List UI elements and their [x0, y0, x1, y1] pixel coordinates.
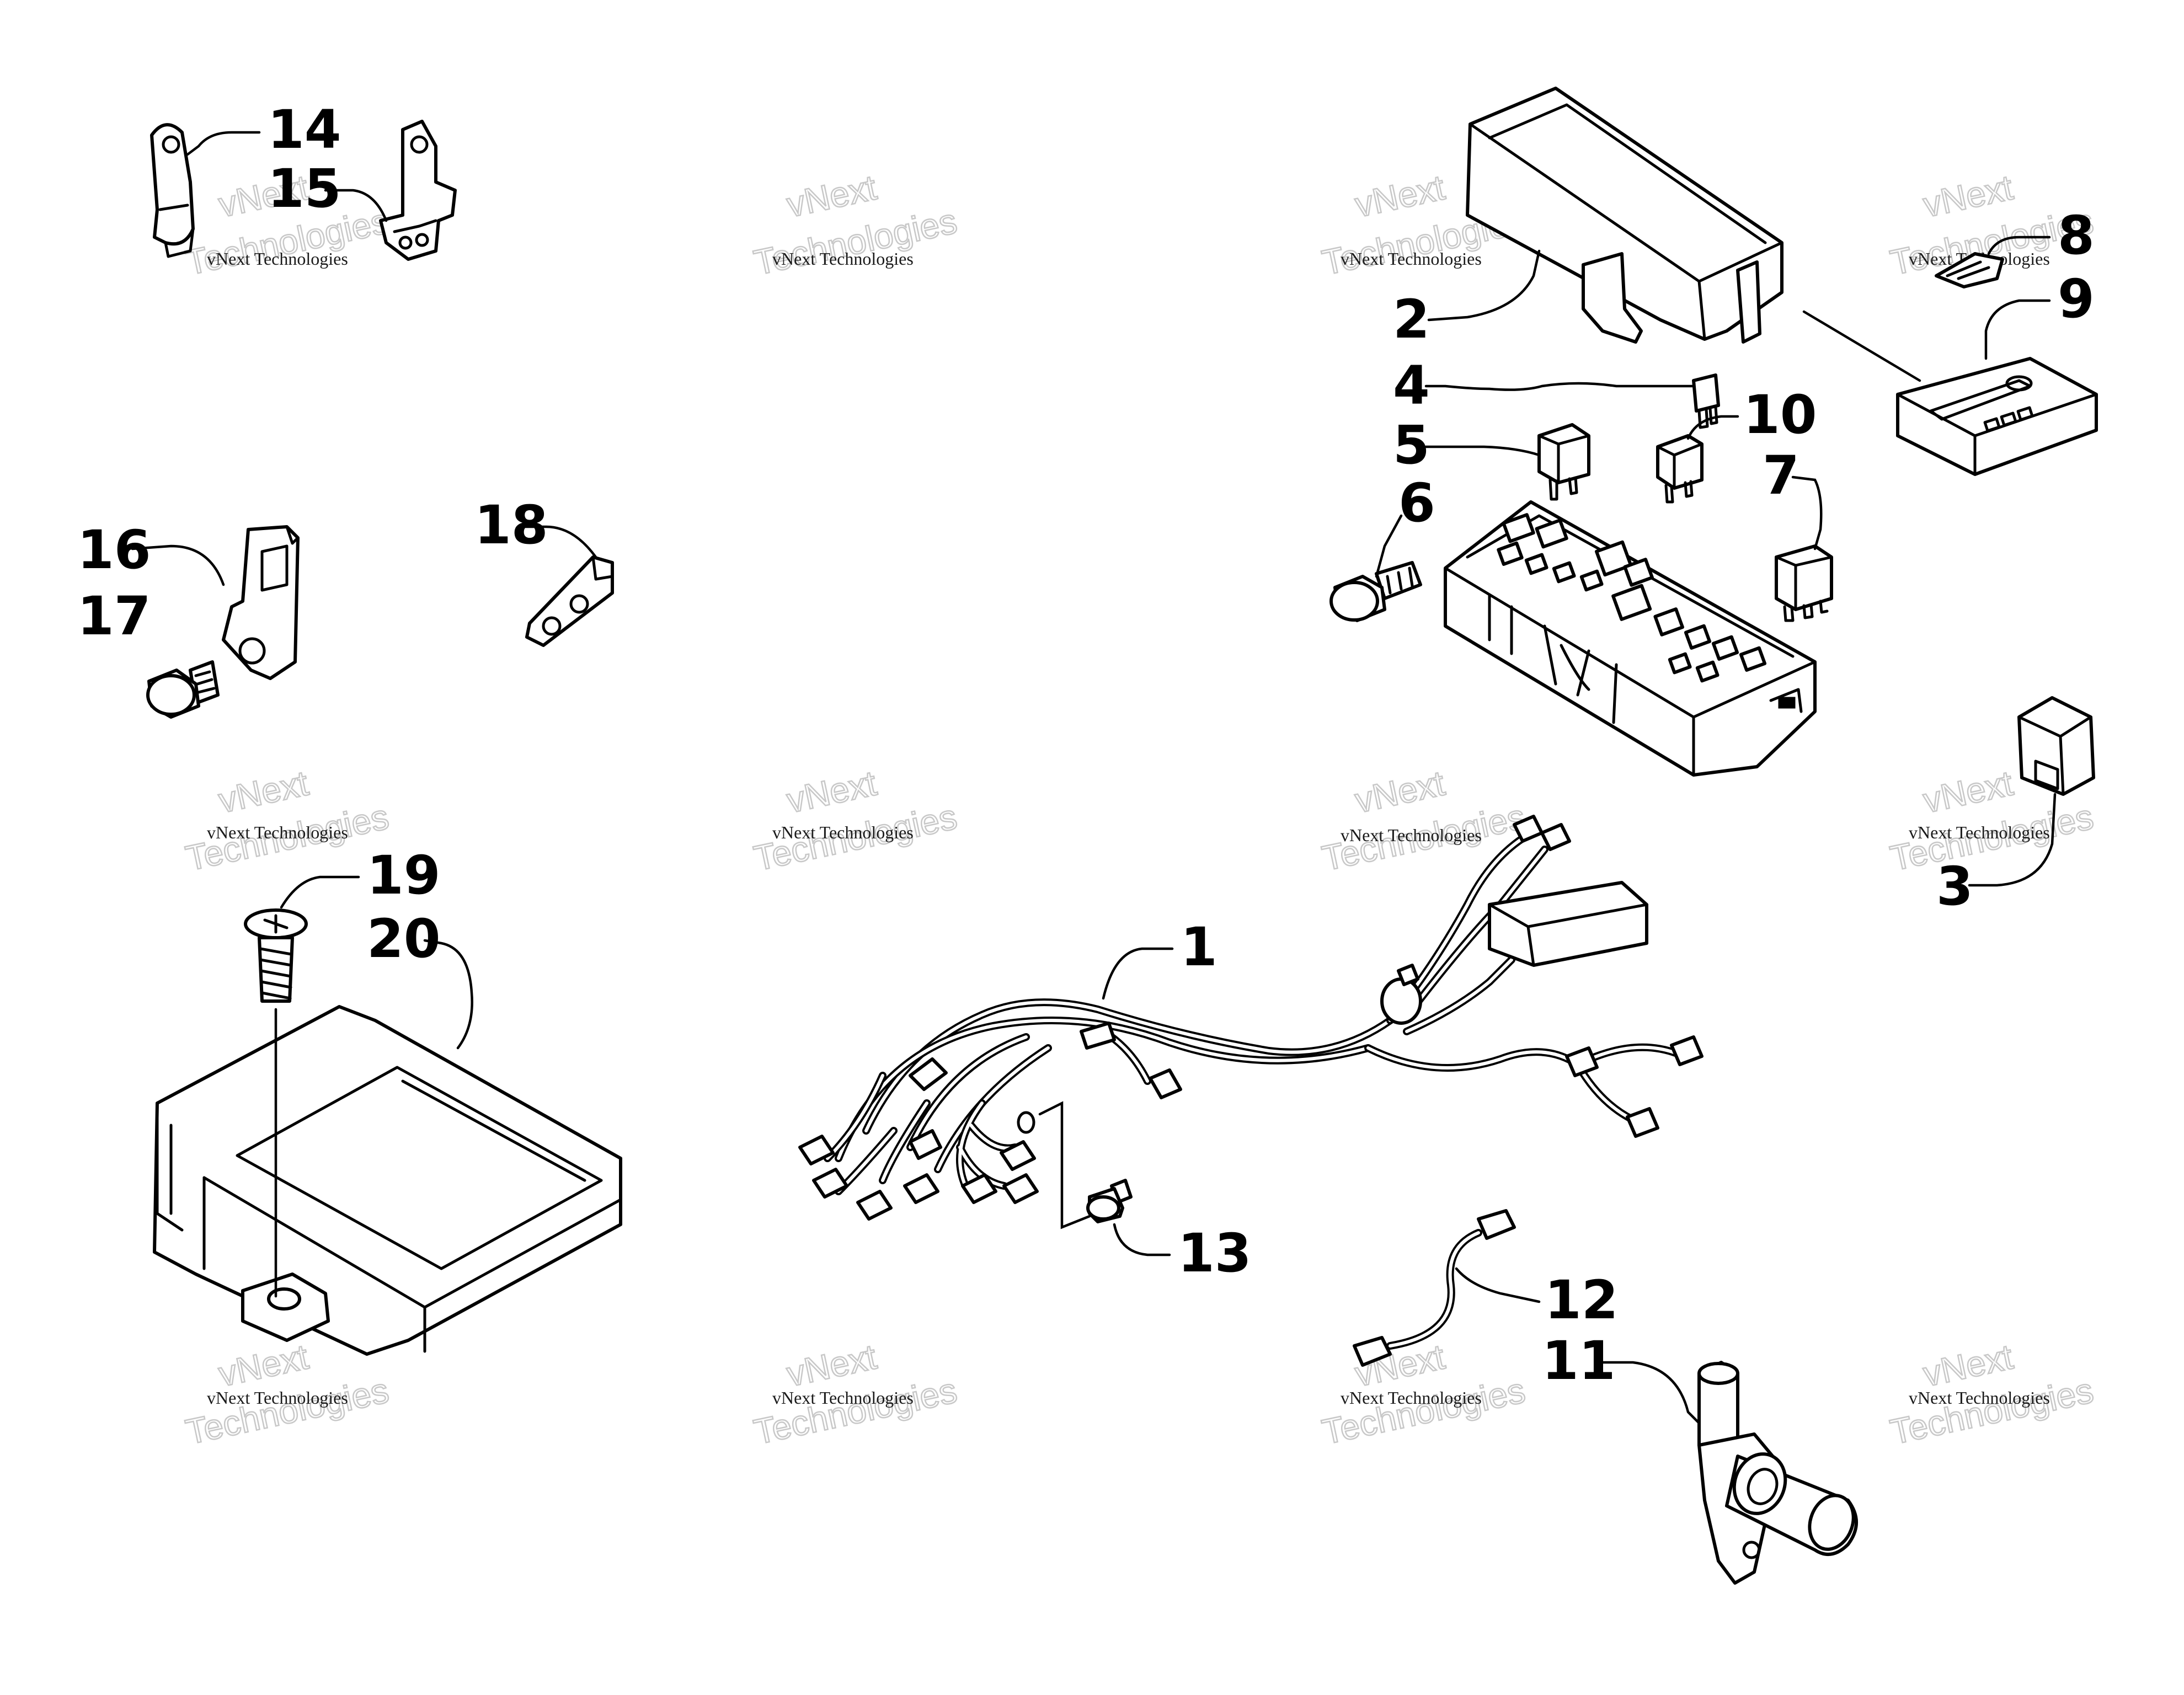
watermark-brand-2: Technologies	[1887, 1370, 2096, 1452]
watermark-text: vNext Technologies	[1341, 1388, 1482, 1408]
watermark-brand: vNext	[1920, 167, 2016, 224]
leader-11	[1598, 1361, 1701, 1425]
leader-5	[1424, 445, 1541, 457]
part-2-fusebox-cover	[1466, 87, 1783, 344]
watermark-text: vNext Technologies	[1909, 1388, 2050, 1408]
leader-3	[1968, 793, 2057, 887]
leader-18	[522, 525, 597, 559]
part-15-bracket	[379, 120, 457, 261]
leader-13	[1113, 1223, 1171, 1256]
leader-2	[1427, 249, 1541, 322]
watermark-brand-2: Technologies	[182, 1370, 392, 1452]
watermark-brand-2: Technologies	[750, 201, 960, 282]
callout-8: 8	[2058, 205, 2095, 266]
watermark-text: vNext Technologies	[772, 1388, 914, 1408]
watermark-text: vNext Technologies	[1341, 249, 1482, 269]
leader-9	[1984, 299, 2051, 360]
watermark-brand: vNext	[1352, 167, 1448, 224]
callout-6: 6	[1398, 472, 1435, 534]
watermark-text: vNext Technologies	[207, 1388, 348, 1408]
watermark-brand-2: Technologies	[750, 1370, 960, 1452]
leader-12	[1455, 1267, 1541, 1303]
part-5-relay	[1537, 423, 1590, 501]
part-20-ecu	[153, 1005, 622, 1356]
watermark-text: vNext Technologies	[772, 822, 914, 842]
watermark-brand: vNext	[783, 763, 880, 820]
part-9-fuse-card	[1896, 357, 2098, 476]
leader-line-cover-to-card	[1802, 310, 1921, 382]
watermark-text: vNext Technologies	[207, 249, 348, 269]
watermark: vNext Technologies	[750, 1336, 961, 1453]
leader-20	[423, 939, 473, 1050]
watermark-brand: vNext	[215, 763, 312, 820]
part-17-bolt	[146, 660, 220, 719]
callout-4: 4	[1393, 355, 1430, 416]
callout-14: 14	[268, 99, 341, 161]
watermark: vNext Technologies	[1886, 1336, 2097, 1453]
leader-15	[324, 189, 388, 222]
callout-12: 12	[1545, 1269, 1619, 1331]
callout-19: 19	[367, 844, 441, 906]
watermark-brand: vNext	[783, 1336, 880, 1394]
watermark-text: vNext Technologies	[207, 822, 348, 842]
part-4-fuse	[1692, 373, 1720, 429]
callout-7: 7	[1763, 445, 1799, 506]
leader-8	[1987, 236, 2051, 255]
part-16-bracket	[222, 525, 300, 680]
part-8-fuse-puller	[1935, 252, 2004, 288]
watermark-text: vNext Technologies	[1341, 825, 1482, 845]
watermark-brand: vNext	[1920, 1336, 2016, 1394]
watermark-brand: vNext	[1352, 763, 1448, 820]
fusebox-body	[1444, 500, 1817, 777]
watermark-brand: vNext	[215, 1336, 312, 1394]
part-11-sensor	[1697, 1361, 1858, 1585]
watermark-text: vNext Technologies	[772, 249, 914, 269]
callout-18: 18	[474, 494, 548, 556]
part-18-plate	[525, 555, 614, 647]
callout-3: 3	[1936, 855, 1973, 917]
callout-1: 1	[1181, 916, 1218, 978]
leader-14	[186, 131, 261, 156]
callout-16: 16	[77, 519, 151, 581]
part-13-screw	[1086, 1179, 1133, 1223]
callout-2: 2	[1393, 288, 1430, 350]
watermark: vNext Technologies	[181, 762, 393, 879]
watermark-brand: vNext	[783, 167, 880, 224]
leader-1	[1102, 947, 1174, 1000]
callout-13: 13	[1178, 1222, 1252, 1284]
watermark: vNext Technologies	[750, 762, 961, 879]
leader-6	[1375, 514, 1403, 578]
watermark-text: vNext Technologies	[1909, 822, 2050, 842]
part-19-screw	[244, 908, 308, 1003]
callout-10: 10	[1743, 384, 1817, 446]
callout-9: 9	[2058, 268, 2095, 330]
leader-16	[131, 544, 225, 586]
callout-17: 17	[77, 585, 151, 647]
callout-15: 15	[268, 158, 341, 220]
part-14-bracket	[150, 123, 195, 258]
watermark-brand-2: Technologies	[1318, 1370, 1528, 1452]
callout-leaders	[131, 131, 2057, 1425]
part-12-short-wire	[1353, 1209, 1516, 1367]
part-10-relay	[1656, 434, 1704, 504]
callout-5: 5	[1393, 414, 1430, 476]
leader-19	[280, 875, 360, 909]
leader-10	[1686, 415, 1739, 440]
callout-11: 11	[1542, 1330, 1616, 1392]
leader-harness-to-screw	[1038, 1101, 1091, 1229]
part-3-module	[2017, 696, 2095, 796]
watermark-brand: vNext	[1920, 763, 2016, 820]
leader-7	[1791, 475, 1823, 550]
part-1-wire-harness	[798, 815, 1704, 1221]
leader-4	[1424, 382, 1695, 391]
part-6-bolt	[1329, 561, 1422, 622]
part-7-relay	[1775, 544, 1833, 622]
callout-labels: 14 15 16 17 18 19 20 1 13 12 11 2 4 5 10…	[77, 99, 2095, 1392]
callout-20: 20	[367, 908, 441, 970]
